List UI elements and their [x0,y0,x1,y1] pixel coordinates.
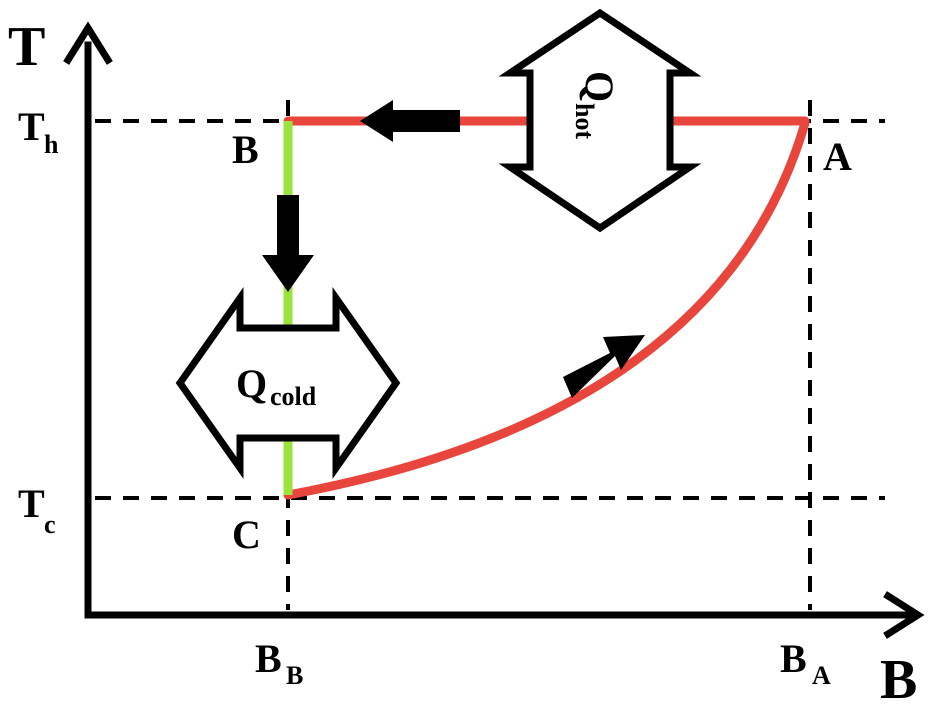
point-a-label: A [823,134,852,179]
point-c-label: C [232,512,261,557]
th-label-main: T [18,104,45,149]
heat-hot-label-sub: hot [570,103,599,139]
heat-hot-label: Q hot [570,71,622,139]
th-label-sub: h [44,130,59,159]
x-axis-arrowhead [883,591,925,639]
heat-cold-label-main: Q [236,361,267,406]
ba-label-sub: A [812,661,831,690]
y-axis-arrowhead [63,21,113,65]
heat-cold-label-sub: cold [270,382,317,411]
heat-cold-double-arrow-icon [175,286,401,480]
adiabatic-curve-c-to-a [283,118,810,500]
arrow-up-right-icon [563,335,645,398]
bb-label-main: B [255,636,282,681]
arrow-down-icon [262,195,314,292]
tc-label-main: T [18,481,45,526]
heat-hot-label-main: Q [577,71,622,102]
bb-label-sub: B [286,661,303,690]
heat-hot-double-arrow-icon [498,8,702,233]
arrow-left-icon [360,100,460,142]
ba-label-main: B [780,636,807,681]
tc-label-sub: c [44,510,56,539]
y-axis-title: T [8,16,45,78]
point-b-label: B [232,127,259,172]
x-axis-title: B [880,649,917,711]
